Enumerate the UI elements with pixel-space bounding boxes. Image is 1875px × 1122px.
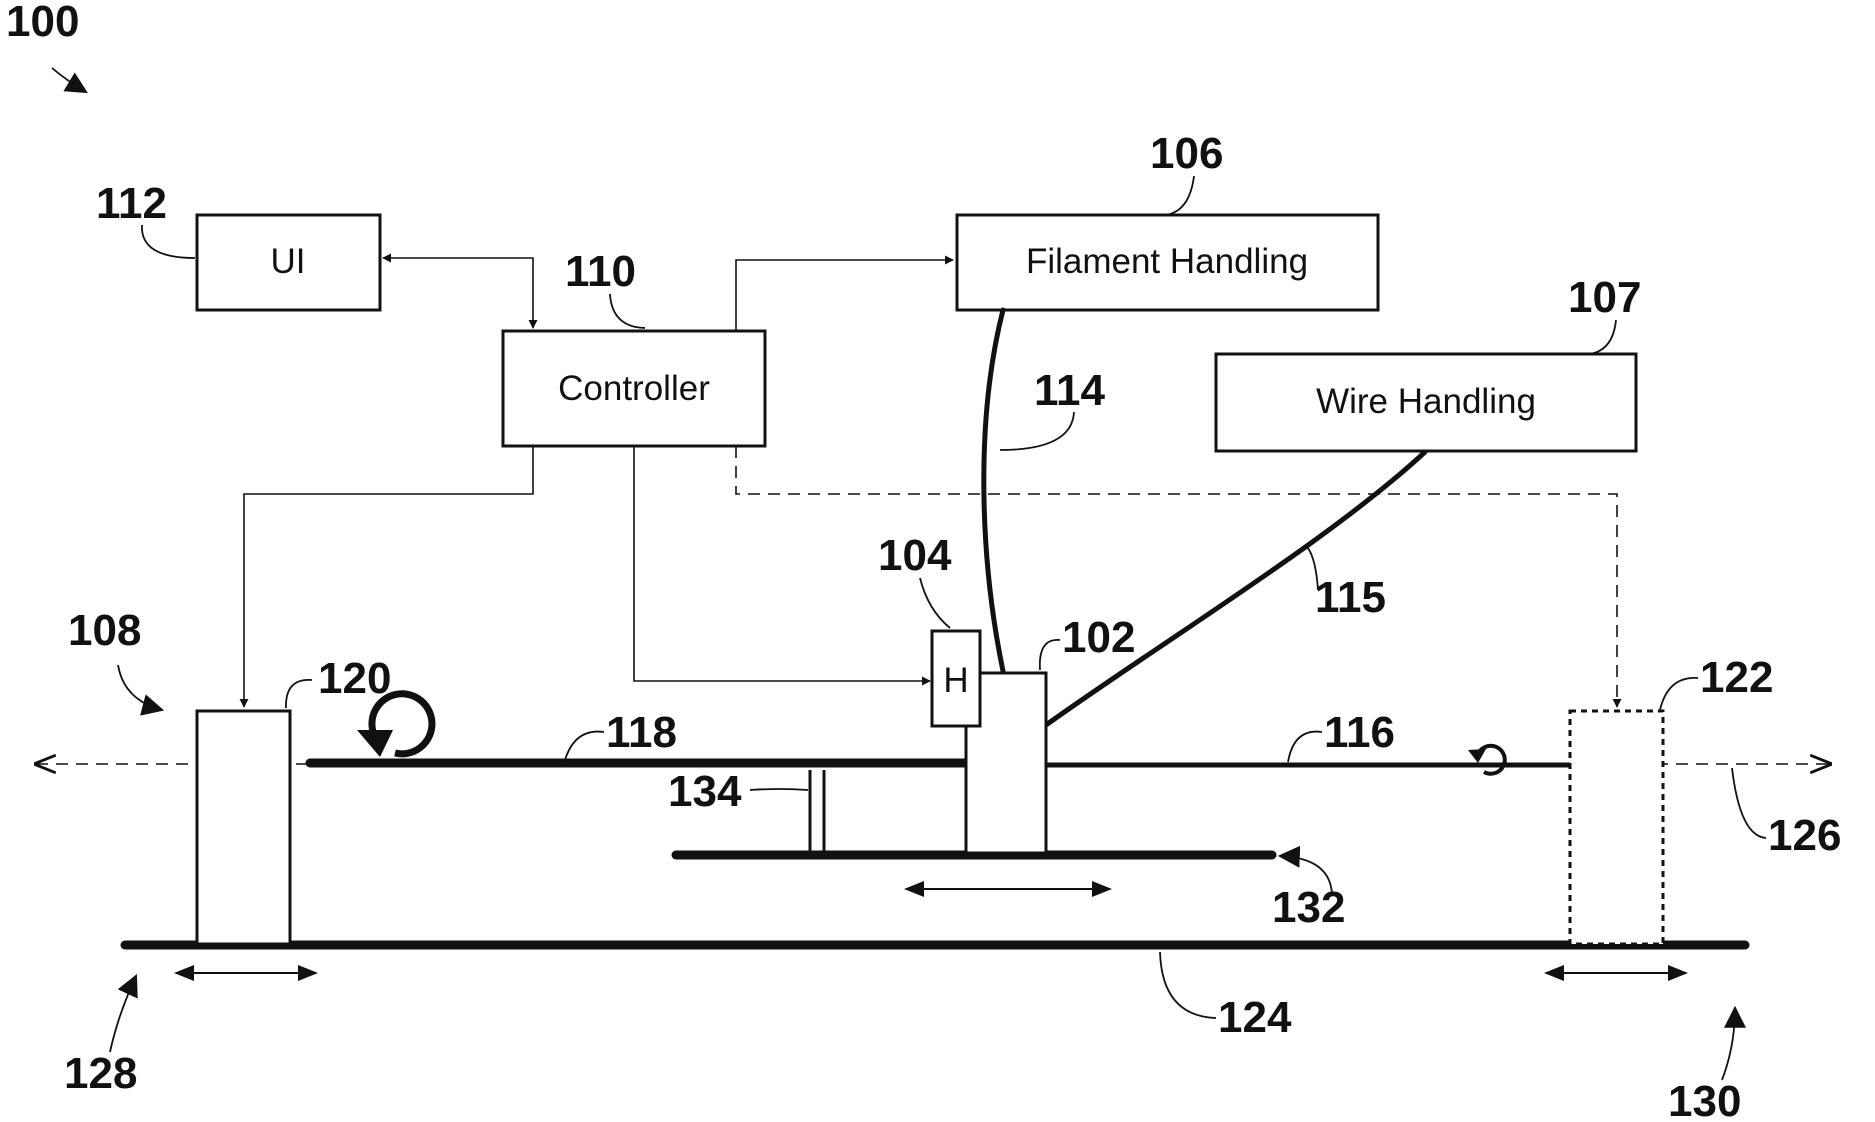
ref-120: 120 <box>318 654 391 703</box>
ref-112-leader <box>142 225 195 258</box>
ref-114: 114 <box>1034 366 1106 415</box>
ref-104-leader <box>920 578 950 628</box>
filament-line <box>984 310 1003 671</box>
ref-118: 118 <box>606 708 677 757</box>
ref-132: 132 <box>1272 883 1345 932</box>
wire-handling-label: Wire Handling <box>1316 382 1536 421</box>
ref-106-leader <box>1170 176 1194 214</box>
ref-110-leader <box>610 294 645 328</box>
controller-right-clamp-link <box>736 446 1617 707</box>
ui-controller-link <box>383 258 533 328</box>
rotation-arrow-small-head <box>1468 749 1486 763</box>
right-clamp-box <box>1570 711 1663 944</box>
ref-120-leader <box>286 680 312 708</box>
ref-122-leader <box>1660 678 1698 710</box>
ref-134: 134 <box>668 767 742 816</box>
rotation-arrow-large-head <box>357 730 393 757</box>
ref-126: 126 <box>1768 811 1841 860</box>
left-clamp-box <box>197 711 290 944</box>
ref-107: 107 <box>1568 273 1641 322</box>
ref-124-leader <box>1160 952 1216 1018</box>
ref-114-leader <box>1000 412 1074 450</box>
ref-124: 124 <box>1218 993 1292 1042</box>
ref-102: 102 <box>1062 613 1135 662</box>
ref-104: 104 <box>878 531 952 580</box>
ref-112: 112 <box>96 179 167 228</box>
ref-107-leader <box>1590 320 1616 354</box>
ref-126-leader <box>1732 768 1766 838</box>
ref-134-leader <box>750 789 808 790</box>
ref-130-arrow <box>1722 1008 1735 1080</box>
ref-128-arrow <box>110 976 136 1052</box>
filament-handling-label: Filament Handling <box>1026 242 1308 281</box>
ref-115: 115 <box>1315 573 1386 622</box>
ref-110: 110 <box>565 247 636 296</box>
controller-filament-link <box>736 260 953 331</box>
figure-ref: 100 <box>6 0 79 46</box>
heater-label: H <box>943 661 968 700</box>
ref-118-leader <box>565 732 604 760</box>
ui-label: UI <box>271 242 306 281</box>
ref-102-leader <box>1040 640 1060 670</box>
figure-ref-arrow <box>52 68 86 92</box>
ref-122: 122 <box>1700 653 1773 702</box>
ref-108-arrow <box>118 665 162 710</box>
ref-106: 106 <box>1150 129 1223 178</box>
ref-108: 108 <box>68 606 141 655</box>
ref-116-leader <box>1288 732 1322 762</box>
ref-130: 130 <box>1668 1077 1741 1122</box>
ref-128: 128 <box>64 1049 137 1098</box>
ref-116: 116 <box>1324 708 1395 757</box>
controller-label: Controller <box>558 369 710 408</box>
